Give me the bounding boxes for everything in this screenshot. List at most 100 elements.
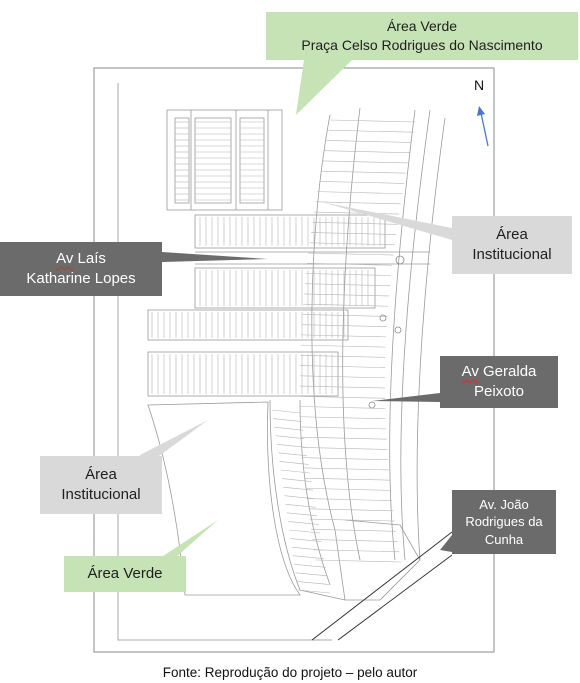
north-arrow-head-icon — [477, 106, 485, 116]
source-caption: Fonte: Reprodução do projeto – pelo auto… — [162, 665, 418, 680]
lot-line — [309, 242, 395, 246]
lot-line — [311, 232, 397, 235]
lot-line — [324, 150, 410, 153]
label-area-institucional-left-line1: Área — [85, 465, 117, 483]
lot-line — [330, 119, 416, 123]
lot-line — [283, 486, 313, 491]
label-green-area-top-line2: Praça Celso Rodrigues do Nascimento — [301, 37, 543, 53]
label-av-joao-line2: Rodrigues da — [465, 514, 543, 530]
lot-line — [275, 435, 305, 440]
label-av-lais-line2: Katharine Lopes — [26, 270, 136, 287]
lot-line — [281, 478, 312, 482]
street-av-lais — [195, 251, 430, 265]
lot-line — [303, 303, 389, 307]
label-area-institucional-left-line2: Institucional — [61, 486, 141, 503]
lot-line — [279, 461, 309, 465]
label-green-area-bottom: Área Verde — [64, 556, 186, 592]
label-green-area-bottom-line1: Área Verde — [87, 564, 163, 582]
lot-line — [301, 426, 387, 430]
block-group-middle — [147, 214, 386, 397]
lot-line — [319, 181, 405, 184]
block-group-top-left — [166, 109, 283, 211]
lot-line — [300, 385, 386, 389]
lot-line — [306, 273, 392, 276]
lot-line — [308, 252, 394, 256]
lot-line — [290, 538, 322, 542]
lot-line — [285, 503, 316, 508]
lot-line — [300, 395, 386, 399]
lot-line — [301, 334, 387, 338]
lot-line — [284, 495, 315, 500]
lot-line — [289, 529, 321, 534]
pointer-av-geralda — [372, 393, 440, 402]
pointer-av-joao — [440, 535, 452, 552]
lot-line — [326, 140, 412, 143]
lot-line — [302, 447, 388, 450]
label-area-institucional-right-line2: Institucional — [472, 246, 552, 263]
north-arrow-icon — [480, 112, 489, 147]
lot-line — [280, 469, 311, 474]
label-av-geralda-name: Geralda — [483, 362, 537, 380]
label-av-joao: Av. João Rodrigues da Cunha — [452, 490, 556, 554]
lot-line — [305, 488, 391, 491]
lot-line — [314, 211, 400, 215]
lot-line — [304, 477, 390, 481]
lot-line — [278, 452, 308, 457]
label-av-geralda-line1: Av Geralda — [462, 362, 537, 382]
label-av-lais-name: Laís — [77, 249, 106, 267]
lot-lines-curved — [271, 119, 416, 594]
lot-line — [315, 201, 401, 205]
label-area-institucional-right-line1: Área — [496, 225, 528, 243]
street-av-joao-edge — [337, 554, 453, 641]
lot-line — [300, 416, 386, 420]
lot-line — [288, 521, 319, 525]
lot-line — [311, 529, 397, 532]
street-av-joao — [311, 531, 453, 641]
lot-line — [300, 375, 386, 379]
lot-line — [317, 191, 403, 194]
lot-line — [300, 344, 386, 348]
lot-line — [271, 409, 301, 414]
lot-line — [293, 555, 325, 560]
lot-line — [309, 518, 395, 522]
lot-line — [300, 355, 386, 358]
lot-line — [301, 324, 387, 327]
lot-line — [307, 498, 393, 501]
lot-line — [304, 283, 390, 287]
pointer-av-lais — [162, 252, 268, 262]
lot-line — [312, 222, 398, 225]
lot-line — [307, 262, 393, 266]
roundabouts — [368, 255, 405, 409]
label-green-area-top: Área Verde Praça Celso Rodrigues do Nasc… — [266, 12, 578, 60]
lot-line — [320, 170, 406, 174]
label-area-institucional-right: Área Institucional — [452, 216, 572, 274]
lot-line — [274, 426, 303, 431]
lot-line — [303, 457, 389, 460]
lot-line — [296, 581, 329, 585]
lot-line — [304, 293, 390, 297]
label-green-area-top-line1: Área Verde — [386, 18, 458, 35]
lot-line — [273, 418, 302, 422]
label-av-lais: Av Laís Katharine Lopes — [0, 242, 162, 296]
pointer-green-bottom — [160, 520, 218, 558]
pointer-area-inst-right — [322, 202, 452, 240]
lot-line — [322, 160, 408, 164]
lot-line — [297, 589, 331, 594]
curved-blocks — [269, 107, 446, 601]
label-av-geralda-av: Av — [461, 362, 479, 380]
label-av-joao-line1: Av. João — [479, 496, 529, 512]
lot-line — [295, 572, 328, 577]
lot-lines-top-left — [175, 121, 264, 201]
label-av-joao-line3: Cunha — [484, 531, 524, 547]
north-label: N — [474, 77, 485, 93]
lot-line — [301, 436, 387, 440]
lot-line — [302, 314, 388, 317]
pointer-green-top — [296, 60, 352, 115]
lot-line — [291, 546, 323, 551]
lot-line — [314, 549, 400, 553]
label-av-geralda: Av Geralda Peixoto — [440, 356, 558, 408]
label-av-lais-line1: Av Laís — [56, 249, 106, 269]
lot-line — [294, 563, 326, 568]
lot-line — [328, 129, 414, 133]
lot-line — [312, 539, 398, 542]
